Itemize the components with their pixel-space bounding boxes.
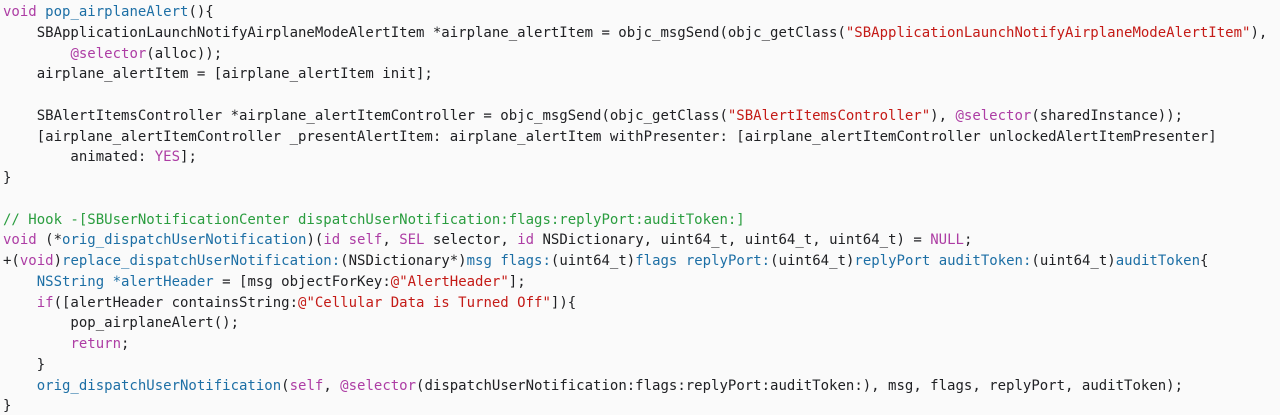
code-token: (){ (188, 4, 214, 20)
code-token: } (3, 398, 12, 415)
code-token: ) (53, 253, 63, 269)
code-token: void (3, 4, 37, 20)
code-line: } (3, 168, 1280, 189)
code-token: (uint64_t) (1031, 253, 1116, 269)
code-token: NSDictionary, uint64_t, uint64_t, uint64… (534, 232, 931, 249)
code-line: animated: YES]; (3, 147, 1280, 168)
code-line: // Hook -[SBUserNotificationCenter dispa… (3, 210, 1280, 231)
code-token: (NSDictionary*) (340, 253, 467, 269)
code-token: (alloc)); (146, 45, 223, 62)
code-token: (sharedInstance)); (1031, 107, 1184, 124)
code-line (3, 85, 1280, 106)
code-token: replace_dispatchUserNotification: (62, 253, 341, 269)
code-token: (uint64_t) (550, 253, 636, 269)
code-line: SBApplicationLaunchNotifyAirplaneModeAle… (3, 23, 1280, 44)
code-line: void pop_airplaneAlert(){ (3, 2, 1280, 23)
code-token: msg (466, 253, 492, 269)
code-token (3, 295, 37, 311)
code-token: airplane_alertItem = [airplane_alertItem… (3, 66, 433, 83)
code-line: airplane_alertItem = [airplane_alertItem… (3, 64, 1280, 85)
code-token: animated: (3, 149, 155, 166)
code-line: return; (3, 334, 1280, 355)
code-token: self (348, 232, 383, 249)
code-token: void (19, 253, 54, 269)
code-token: if (36, 294, 54, 311)
code-token: SBAlertItemsController *airplane_alertIt… (3, 107, 728, 124)
code-token: replyPort (854, 253, 931, 269)
code-token: ; (963, 232, 973, 249)
code-token: (dispatchUserNotification:flags:replyPor… (416, 377, 1184, 394)
code-token (3, 46, 70, 62)
code-token (340, 232, 348, 248)
code-token: flags: (500, 253, 551, 269)
code-token: replyPort: (685, 253, 771, 269)
code-token: "SBAlertItemsController" (727, 107, 931, 124)
code-token: flags (635, 253, 678, 269)
code-line (3, 189, 1280, 210)
code-token: pop_airplaneAlert(); (3, 315, 240, 332)
code-token: (uint64_t) (770, 253, 855, 269)
code-token: SEL (399, 232, 425, 249)
code-token: ), (1250, 24, 1268, 41)
code-token: (* (36, 232, 63, 249)
code-token: return (70, 336, 122, 352)
code-token: ]; (180, 149, 197, 166)
code-line: void (*orig_dispatchUserNotification)(id… (3, 230, 1280, 251)
code-token: SBApplicationLaunchNotifyAirplaneModeAle… (3, 24, 846, 41)
code-line: SBAlertItemsController *airplane_alertIt… (3, 106, 1280, 127)
code-token: NSString (36, 273, 105, 290)
code-token: self (289, 377, 324, 394)
code-token (104, 274, 112, 290)
code-token: selector, (424, 232, 518, 249)
code-token: auditToken: (938, 253, 1032, 269)
code-line: orig_dispatchUserNotification(self, @sel… (3, 376, 1280, 397)
code-token: { (1200, 253, 1209, 269)
code-token: @selector (955, 107, 1032, 124)
code-token: , (382, 232, 400, 249)
code-token: [airplane_alertItemController _presentAl… (3, 128, 1217, 145)
code-token: // Hook -[SBUserNotificationCenter dispa… (3, 211, 745, 228)
code-line: +(void)replace_dispatchUserNotification:… (3, 251, 1280, 272)
code-token (930, 253, 938, 269)
code-line: [airplane_alertItemController _presentAl… (3, 127, 1280, 148)
code-token: ]; (508, 273, 526, 290)
code-token: *alertHeader (112, 273, 214, 290)
code-token: id (323, 232, 341, 249)
code-token: )( (306, 232, 324, 249)
code-token (677, 253, 685, 269)
code-token: auditToken (1115, 253, 1201, 269)
code-token (3, 274, 37, 290)
code-token (37, 4, 45, 20)
code-token: } (3, 356, 46, 373)
code-token: orig_dispatchUserNotification (36, 377, 282, 394)
code-token: +( (3, 253, 20, 269)
code-token: } (3, 170, 12, 186)
code-line: pop_airplaneAlert(); (3, 313, 1280, 334)
code-line: } (3, 396, 1280, 415)
code-token: id (517, 232, 535, 249)
code-token: ; (121, 336, 130, 352)
code-token: YES (154, 149, 181, 166)
code-line: if([alertHeader containsString:@"Cellula… (3, 293, 1280, 314)
code-token: ), (930, 107, 956, 124)
code-token: void (3, 232, 37, 249)
code-token: pop_airplaneAlert (45, 4, 189, 20)
code-token: @"AlertHeader" (390, 273, 509, 290)
code-token: ([alertHeader containsString: (53, 294, 299, 311)
code-token: ( (281, 377, 290, 394)
code-token (3, 378, 37, 394)
code-token: @selector (70, 45, 147, 62)
code-token: ]){ (550, 294, 577, 311)
code-token: @"Cellular Data is Turned Off" (298, 294, 551, 311)
code-line: @selector(alloc)); (3, 44, 1280, 65)
code-token: NULL (930, 232, 964, 249)
code-line: } (3, 355, 1280, 376)
code-token: orig_dispatchUserNotification (62, 232, 307, 249)
code-token (3, 336, 70, 352)
code-token: = [msg objectForKey: (213, 273, 391, 290)
code-line: NSString *alertHeader = [msg objectForKe… (3, 272, 1280, 293)
code-token: , (323, 377, 341, 394)
code-token: @selector (340, 377, 417, 394)
code-token: "SBApplicationLaunchNotifyAirplaneModeAl… (845, 24, 1251, 41)
